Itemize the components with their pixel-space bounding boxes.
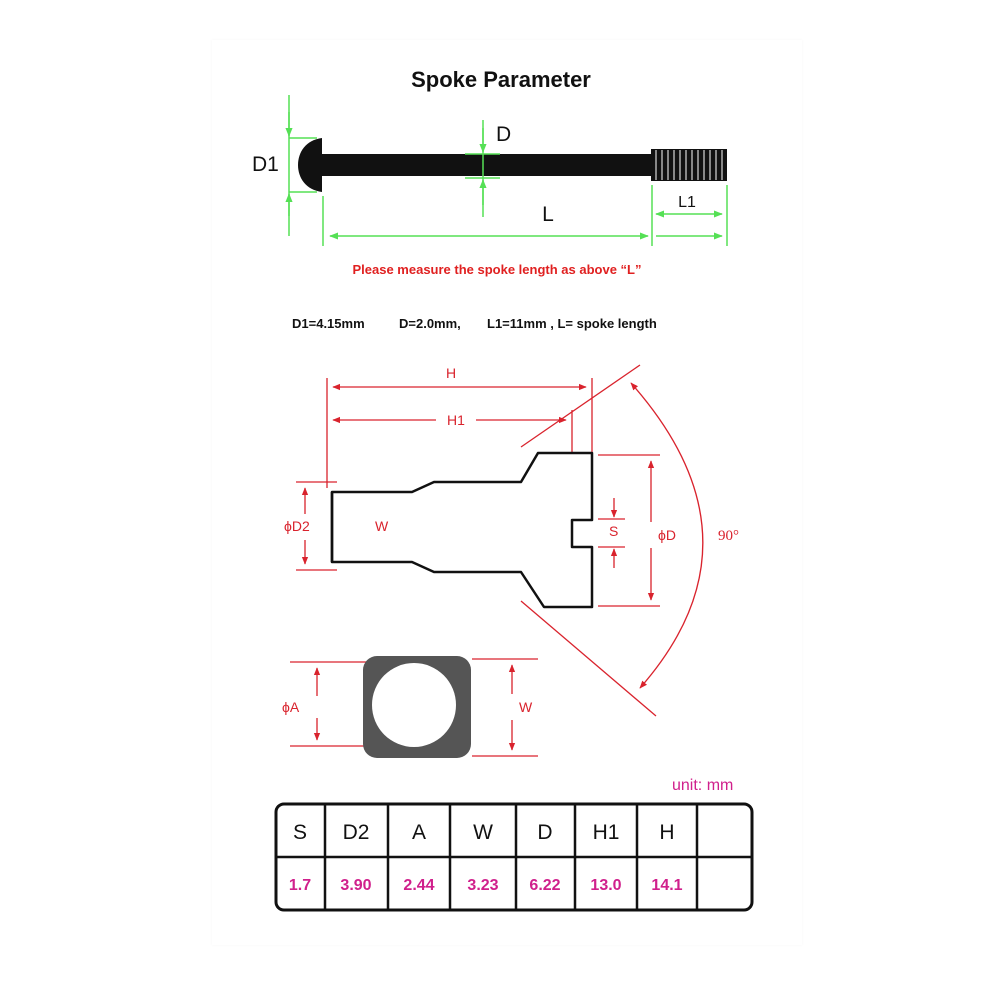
table-header-d: D — [537, 821, 552, 844]
table-cell-d2: 3.90 — [340, 877, 371, 894]
spoke-drawing: D1 D — [252, 95, 728, 246]
center-hole — [372, 663, 456, 747]
page-title: Spoke Parameter — [411, 67, 591, 92]
unit-label: unit: mm — [672, 777, 733, 794]
label-phi-d: ϕD — [658, 527, 676, 543]
label-d2: ϕD2 — [284, 518, 310, 534]
label-h: H — [446, 365, 456, 381]
label-d: D — [496, 123, 511, 146]
label-w-outer: W — [519, 699, 533, 715]
table-header-s: S — [293, 821, 307, 844]
label-w-inner: W — [375, 518, 389, 534]
spoke-body — [320, 154, 652, 176]
table-header-h: H — [659, 821, 674, 844]
table-header-a: A — [412, 821, 426, 844]
spec-d1: D1=4.15mm — [292, 316, 365, 331]
d-dimension — [465, 120, 500, 217]
label-d1: D1 — [252, 153, 279, 176]
parameter-table: S D2 A W D H1 H 1.7 3.90 2.44 3.23 6.22 … — [274, 802, 754, 912]
thread-lines — [655, 150, 723, 180]
nipple-drawing — [296, 364, 704, 717]
table-header-d2: D2 — [343, 821, 370, 844]
table-cell-w: 3.23 — [467, 877, 498, 894]
table-cell-h: 14.1 — [651, 877, 682, 894]
spec-d: D=2.0mm, — [399, 316, 461, 331]
spec-l1-l: L1=11mm , L= spoke length — [487, 316, 657, 331]
d1-dimension — [285, 95, 317, 236]
label-l: L — [542, 203, 554, 226]
table-cell-a: 2.44 — [403, 877, 434, 894]
measure-note: Please measure the spoke length as above… — [352, 262, 641, 277]
nipple-outline — [330, 451, 594, 609]
label-angle: 90° — [718, 528, 739, 544]
table-cell-s: 1.7 — [289, 877, 311, 894]
table-cell-d: 6.22 — [529, 877, 560, 894]
label-s: S — [609, 523, 618, 539]
table-cell-h1: 13.0 — [590, 877, 621, 894]
spoke-head — [298, 138, 322, 192]
spoke-thread — [651, 149, 727, 181]
l-dimension — [322, 185, 728, 246]
cross-section — [290, 656, 538, 758]
label-h1: H1 — [447, 412, 465, 428]
table-header-h1: H1 — [593, 821, 620, 844]
label-l1: L1 — [678, 194, 696, 211]
table-header-w: W — [473, 821, 493, 844]
label-phi-a: ϕA — [282, 699, 300, 715]
